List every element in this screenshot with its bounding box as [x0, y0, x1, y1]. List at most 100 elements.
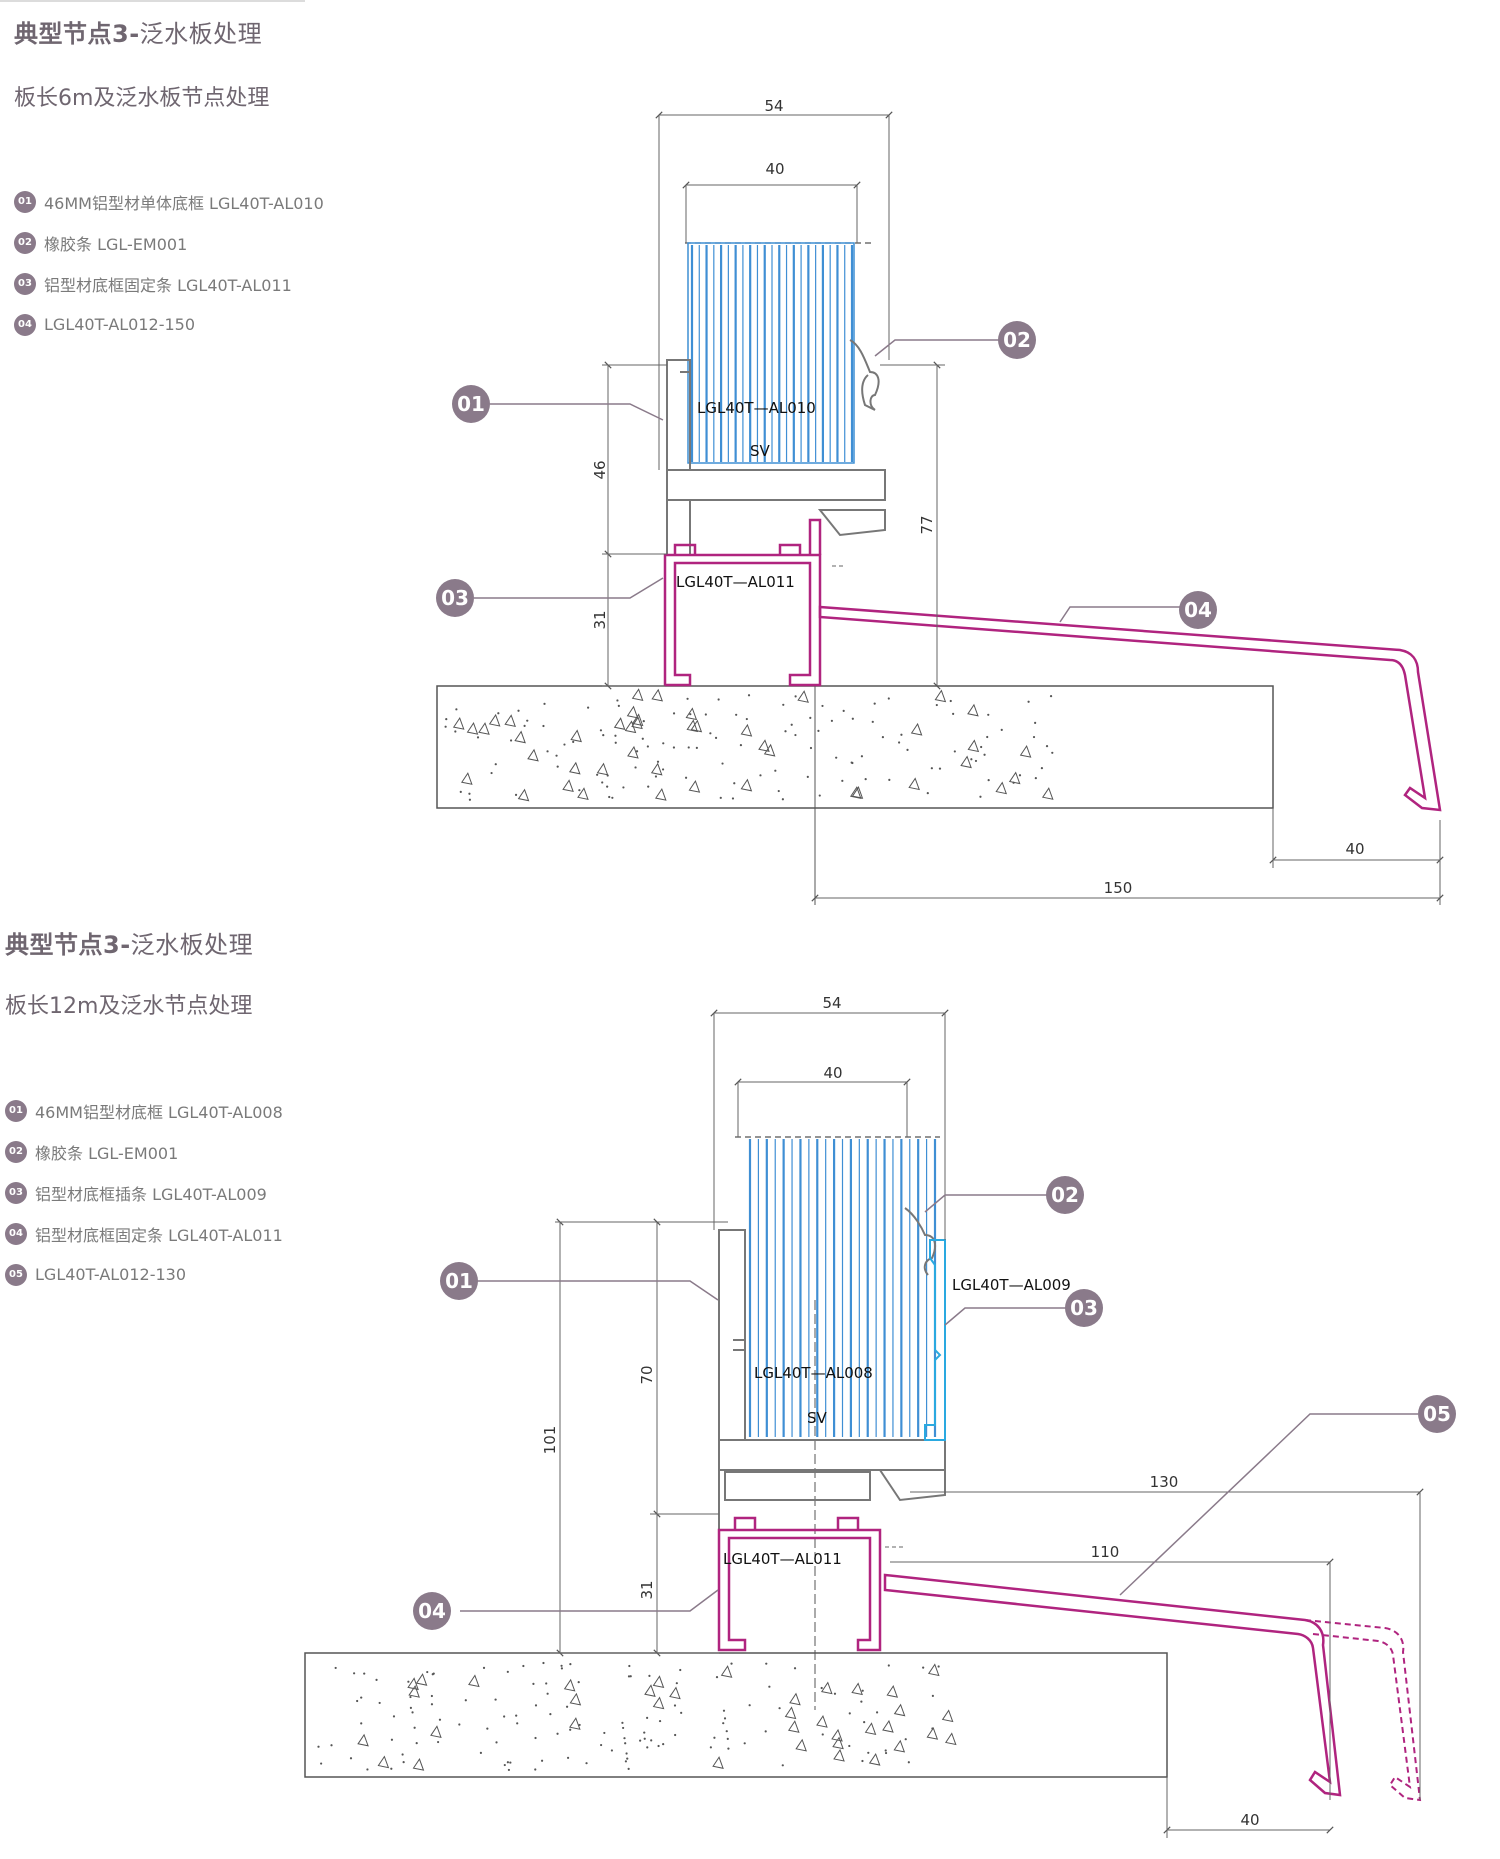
- aggregate-dot: [821, 704, 824, 708]
- aggregate-dot: [900, 733, 903, 736]
- legend-badge: 01: [5, 1099, 27, 1122]
- aggregate-dot: [546, 750, 549, 753]
- aggregate-dot: [320, 1762, 323, 1765]
- aggregate-mark: [514, 730, 526, 744]
- aggregate-dot: [608, 795, 611, 799]
- top-rule: [0, 0, 305, 2]
- aggregate-dot: [695, 746, 698, 749]
- aggregate-mark: [967, 739, 980, 753]
- aggregate-dot: [601, 781, 604, 784]
- aggregate-dot: [675, 1682, 678, 1685]
- aggregate-dot: [430, 1694, 433, 1698]
- aggregate-dot: [790, 723, 793, 726]
- aggregate-dot: [517, 709, 520, 712]
- fixing-strip-al011: [717, 1516, 882, 1652]
- aggregate-mark: [644, 1684, 656, 1697]
- aggregate-dot: [426, 1670, 429, 1674]
- aggregate-mark: [408, 1684, 420, 1698]
- svg-text:05: 05: [1423, 1402, 1451, 1426]
- aggregate-dot: [614, 741, 617, 744]
- section2-title-bold: 典型节点3-: [5, 931, 131, 959]
- aggregate-dot: [709, 1746, 712, 1749]
- aggregate-dot: [662, 1743, 665, 1746]
- dim-right-130: 130: [1150, 1473, 1179, 1491]
- insert-strip-al009: [924, 1239, 946, 1441]
- aggregate-dot: [569, 1663, 572, 1666]
- aggregate-dot: [330, 1744, 333, 1747]
- aggregate-mark: [908, 777, 920, 791]
- aggregate-dot: [430, 1703, 434, 1706]
- aggregate-dot: [1045, 745, 1049, 748]
- aggregate-dot: [353, 1672, 356, 1675]
- aggregate-dot: [672, 746, 676, 749]
- aggregate-dot: [624, 1760, 627, 1763]
- aggregate-dot: [714, 736, 718, 739]
- aggregate-dot: [949, 699, 952, 703]
- legend-text: 铝型材底框固定条 LGL40T-AL011: [35, 1225, 283, 1245]
- aggregate-dot: [546, 1692, 549, 1695]
- aggregate-dot: [794, 695, 797, 698]
- aggregate-dot: [686, 697, 689, 700]
- aggregate-dot: [413, 1726, 416, 1729]
- aggregate-dot: [464, 1699, 467, 1702]
- aggregate-dot: [817, 729, 820, 732]
- aggregate-dot: [356, 1699, 359, 1703]
- aggregate-mark: [596, 762, 609, 776]
- aggregate-dot: [759, 774, 762, 777]
- aggregate-mark: [795, 1738, 807, 1752]
- aggregate-dot: [781, 798, 784, 801]
- aggregate-dot: [658, 1719, 662, 1723]
- aggregate-dot: [415, 1742, 418, 1745]
- aggregate-dot: [516, 1722, 519, 1725]
- aggregate-dot: [713, 1736, 716, 1739]
- aggregate-mark: [967, 703, 979, 717]
- aggregate-dot: [662, 742, 665, 745]
- aggregate-dot: [454, 730, 457, 733]
- flashing-alt-position: [1304, 1619, 1422, 1802]
- aggregate-dot: [534, 1768, 537, 1771]
- aggregate-dot: [509, 739, 513, 742]
- legend-text: 铝型材底框插条 LGL40T-AL009: [35, 1184, 267, 1204]
- aggregate-dot: [610, 1749, 614, 1752]
- aggregate-dot: [709, 732, 712, 735]
- aggregate-dot: [366, 1768, 369, 1771]
- aggregate-dot: [409, 1695, 412, 1699]
- aggregate-mark: [627, 745, 639, 759]
- aggregate-dot: [926, 792, 929, 795]
- aggregate-dot: [627, 1767, 630, 1770]
- aggregate-dot: [860, 1700, 863, 1703]
- aggregate-dot: [390, 1767, 393, 1770]
- aggregate-dot: [661, 768, 665, 771]
- callout-04: 04: [413, 1592, 451, 1630]
- aggregate-dot: [534, 1704, 538, 1707]
- aggregate-dot: [509, 1761, 512, 1764]
- aggregate-dot: [672, 712, 676, 715]
- aggregate-dot: [778, 1707, 781, 1710]
- aggregate-dot: [392, 1715, 396, 1718]
- aggregate-dot: [657, 1744, 660, 1748]
- callout-leaders: [474, 339, 1185, 623]
- aggregate-dot: [970, 758, 973, 761]
- aggregate-dot: [507, 1768, 511, 1772]
- part-label-fix: LGL40T—AL011: [723, 1550, 842, 1568]
- callout-04: 04: [1179, 591, 1217, 629]
- aggregate-mark: [527, 748, 539, 762]
- legend-badge: 04: [5, 1222, 27, 1245]
- aggregate-mark: [910, 722, 923, 736]
- aggregate-dot: [777, 789, 780, 793]
- aggregate-mark: [740, 723, 753, 737]
- aggregate-dot: [360, 1696, 363, 1699]
- aggregate-dot: [1049, 695, 1053, 698]
- aggregate-dot: [566, 1756, 570, 1759]
- dim-left-lower: 31: [638, 1580, 656, 1599]
- aggregate-dot: [733, 782, 736, 785]
- aggregate-dot: [390, 1738, 394, 1741]
- aggregate-mark: [412, 1758, 425, 1771]
- dim-top-inner: 40: [765, 160, 784, 178]
- aggregate-mark: [466, 722, 479, 735]
- aggregate-dot: [684, 776, 688, 779]
- aggregate-dot: [622, 786, 625, 789]
- aggregate-dot: [987, 778, 990, 782]
- svg-text:02: 02: [1003, 328, 1031, 352]
